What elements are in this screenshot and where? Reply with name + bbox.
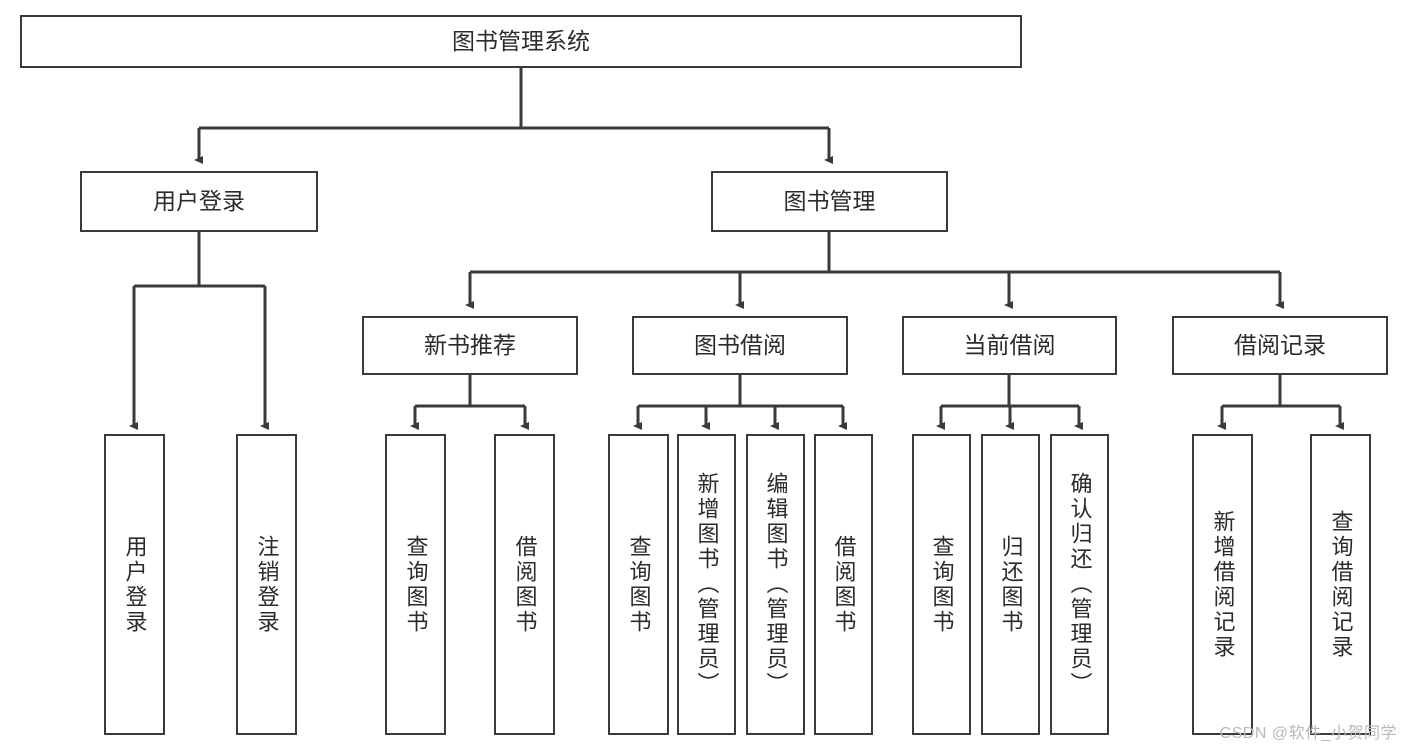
node-book-manage[interactable]: 图书管理 [711, 171, 948, 232]
node-leaf-logout-label: 注销登录 [254, 534, 280, 635]
node-leaf-bb-add-book[interactable]: 新增图书（管理员） [677, 434, 736, 735]
node-leaf-bb-edit-book[interactable]: 编辑图书（管理员） [746, 434, 805, 735]
node-leaf-cb-return-book-label: 归还图书 [998, 534, 1024, 635]
node-leaf-cb-query-book[interactable]: 查询图书 [912, 434, 971, 735]
node-leaf-bb-borrow-book[interactable]: 借阅图书 [814, 434, 873, 735]
node-leaf-bb-borrow-book-label: 借阅图书 [831, 534, 857, 635]
node-leaf-nb-query-book[interactable]: 查询图书 [385, 434, 446, 735]
node-leaf-br-add-record-label: 新增借阅记录 [1210, 509, 1236, 660]
node-leaf-bb-query-book[interactable]: 查询图书 [608, 434, 669, 735]
node-borrow-record[interactable]: 借阅记录 [1172, 316, 1388, 375]
node-leaf-cb-query-book-label: 查询图书 [929, 534, 955, 635]
node-root-label: 图书管理系统 [452, 27, 590, 54]
node-borrow-record-label: 借阅记录 [1234, 331, 1326, 358]
node-leaf-cb-confirm-return[interactable]: 确认归还（管理员） [1050, 434, 1109, 735]
node-root[interactable]: 图书管理系统 [20, 15, 1022, 68]
node-book-borrow[interactable]: 图书借阅 [632, 316, 848, 375]
node-leaf-bb-query-book-label: 查询图书 [626, 534, 652, 635]
node-leaf-bb-edit-book-label: 编辑图书（管理员） [763, 472, 789, 697]
node-current-borrow-label: 当前借阅 [963, 331, 1056, 358]
node-leaf-user-login-label: 用户登录 [122, 534, 148, 635]
node-user-login[interactable]: 用户登录 [80, 171, 318, 232]
node-leaf-nb-borrow-book[interactable]: 借阅图书 [494, 434, 555, 735]
node-book-manage-label: 图书管理 [783, 187, 876, 214]
node-new-book-recommend[interactable]: 新书推荐 [362, 316, 578, 375]
node-new-book-recommend-label: 新书推荐 [424, 331, 516, 358]
node-leaf-br-query-record-label: 查询借阅记录 [1328, 509, 1354, 660]
node-leaf-logout[interactable]: 注销登录 [236, 434, 297, 735]
node-leaf-user-login[interactable]: 用户登录 [104, 434, 165, 735]
node-leaf-cb-confirm-return-label: 确认归还（管理员） [1067, 472, 1093, 697]
node-leaf-nb-borrow-book-label: 借阅图书 [512, 534, 538, 635]
node-leaf-cb-return-book[interactable]: 归还图书 [981, 434, 1040, 735]
node-user-login-label: 用户登录 [153, 187, 245, 214]
node-current-borrow[interactable]: 当前借阅 [902, 316, 1117, 375]
node-leaf-br-query-record[interactable]: 查询借阅记录 [1310, 434, 1371, 735]
node-leaf-bb-add-book-label: 新增图书（管理员） [694, 472, 720, 697]
node-leaf-nb-query-book-label: 查询图书 [403, 534, 429, 635]
node-leaf-br-add-record[interactable]: 新增借阅记录 [1192, 434, 1253, 735]
node-book-borrow-label: 图书借阅 [694, 331, 786, 358]
